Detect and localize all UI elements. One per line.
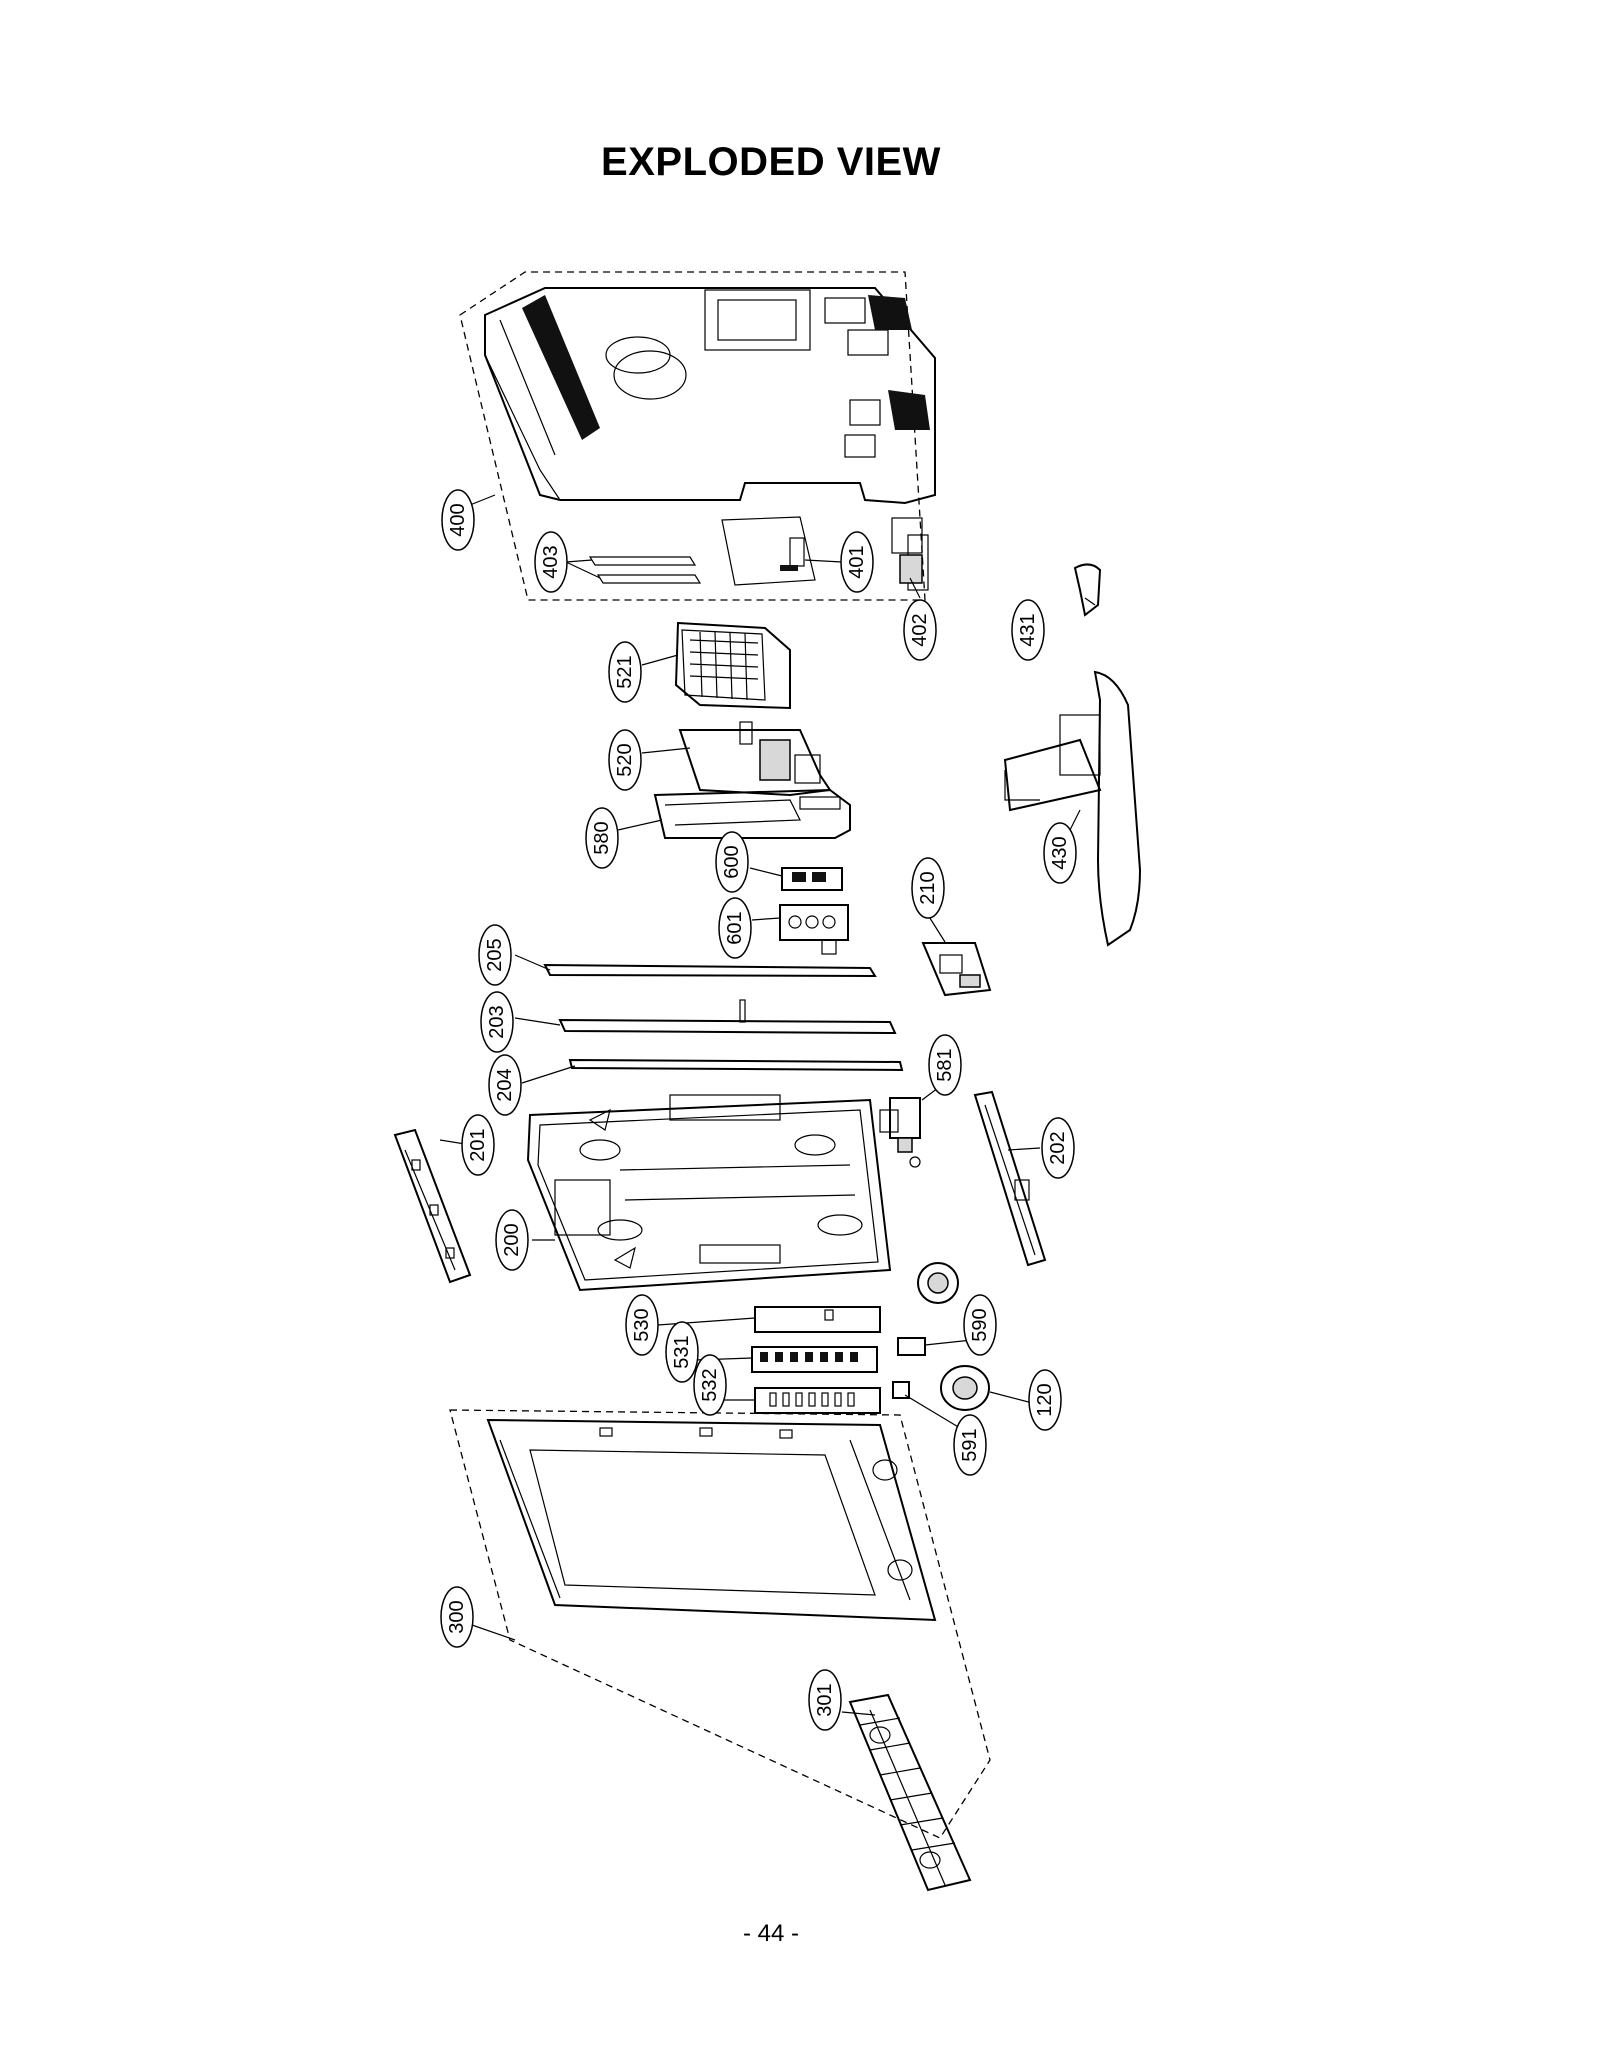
svg-text:532: 532 [699,1368,721,1401]
side-bracket-202 [973,1090,1047,1267]
stand-430 [1003,670,1142,947]
svg-text:520: 520 [614,743,636,776]
label-591: 591 [953,1414,987,1476]
chassis-200 [526,1094,892,1292]
bar-205 [543,963,877,978]
svg-text:521: 521 [614,655,636,688]
label-210: 210 [911,857,945,919]
svg-text:401: 401 [846,545,868,578]
shield-521 [674,621,791,710]
clip-431 [1073,563,1102,617]
svg-text:205: 205 [484,938,506,971]
label-300: 300 [440,1586,474,1648]
label-430: 430 [1043,822,1077,884]
speaker-top [917,1262,959,1304]
label-203: 203 [480,991,514,1053]
svg-text:580: 580 [591,821,613,854]
label-403: 403 [534,531,568,593]
main-board-520 [678,721,832,797]
board-531 [751,1346,878,1373]
label-521: 521 [608,641,642,703]
svg-text:601: 601 [724,911,746,944]
bar-203 [558,999,897,1035]
label-600: 600 [715,831,749,893]
label-201: 201 [461,1114,495,1176]
part-591 [892,1381,910,1399]
label-520: 520 [608,729,642,791]
part-labels: 400 403 401 402 431 521 520 580 600 601 … [440,489,1077,1731]
label-200: 200 [495,1209,529,1271]
svg-text:530: 530 [631,1308,653,1341]
svg-text:204: 204 [494,1068,516,1101]
label-601: 601 [718,897,752,959]
speaker-120 [940,1365,990,1411]
label-120: 120 [1028,1369,1062,1431]
page-number: - 44 - [742,1920,799,1947]
label-202: 202 [1041,1117,1075,1179]
svg-text:300: 300 [446,1600,468,1633]
label-580: 580 [585,807,619,869]
svg-text:202: 202 [1047,1131,1069,1164]
svg-text:400: 400 [447,503,469,536]
label-431: 431 [1011,599,1045,661]
svg-text:590: 590 [969,1308,991,1341]
label-400: 400 [441,489,475,551]
part-590 [897,1337,926,1356]
board-530 [754,1306,881,1333]
label-401: 401 [840,531,874,593]
svg-text:430: 430 [1049,836,1071,869]
label-531: 531 [665,1321,699,1383]
rear-cover-400 [484,287,936,505]
svg-text:402: 402 [909,613,931,646]
cover-301 [848,1693,972,1892]
bar-204 [568,1058,904,1072]
label-581: 581 [928,1034,962,1096]
board-600 [781,867,843,891]
label-205: 205 [478,924,512,986]
hinge-402 [891,517,929,591]
label-204: 204 [488,1054,522,1116]
label-590: 590 [963,1294,997,1356]
svg-text:591: 591 [959,1428,981,1461]
svg-text:431: 431 [1017,613,1039,646]
page-title: EXPLODED VIEW [601,140,941,184]
svg-text:203: 203 [486,1005,508,1038]
label-402: 402 [903,599,937,661]
button-strip-532 [754,1387,881,1414]
svg-text:600: 600 [721,845,743,878]
svg-text:200: 200 [501,1223,523,1256]
label-532: 532 [693,1354,727,1416]
front-bezel-group [449,1409,991,1892]
svg-text:201: 201 [467,1128,489,1161]
rail-403 [588,556,702,584]
label-301: 301 [808,1669,842,1731]
bracket-210 [921,942,992,997]
svg-text:531: 531 [671,1335,693,1368]
part-581 [879,1097,921,1168]
board-601 [779,904,849,955]
svg-text:403: 403 [540,545,562,578]
svg-text:581: 581 [934,1048,956,1081]
power-board-580 [653,788,851,839]
svg-text:301: 301 [814,1683,836,1716]
side-bracket-201 [393,1128,472,1284]
rear-cover-group [459,271,936,601]
svg-text:120: 120 [1034,1383,1056,1416]
label-530: 530 [625,1294,659,1356]
front-bezel-300 [486,1418,937,1622]
svg-text:210: 210 [917,871,939,904]
bracket-401 [721,516,816,586]
